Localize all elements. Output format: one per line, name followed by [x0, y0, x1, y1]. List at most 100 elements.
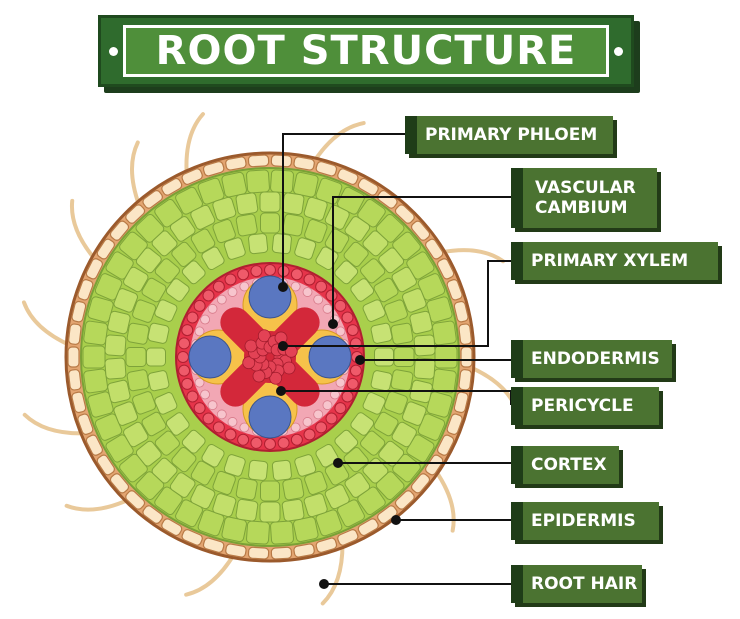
endodermis-cell — [202, 412, 215, 425]
pericycle-cell — [335, 377, 346, 388]
endodermis-cell — [290, 433, 303, 446]
epidermis-cell — [181, 168, 203, 185]
cortex-cell — [104, 357, 127, 380]
pericycle-cell — [207, 400, 218, 411]
endodermis-cell — [224, 273, 237, 286]
endodermis-cell — [290, 268, 303, 281]
endodermis-cell — [250, 265, 263, 278]
root-hair — [184, 112, 205, 178]
epidermis-cell — [410, 473, 431, 494]
pericycle-cell — [322, 303, 333, 314]
cortex-cell — [391, 421, 417, 448]
epidermis-cells — [67, 154, 473, 560]
epidermis-cell — [377, 189, 398, 209]
cortex-cell — [344, 472, 371, 498]
label-epidermis: EPIDERMIS — [511, 502, 659, 540]
root-hair — [184, 551, 237, 597]
cortex-cell — [248, 459, 269, 481]
epidermis-cell — [68, 369, 82, 391]
cortex-cell — [246, 520, 270, 545]
cortex-cell — [402, 401, 427, 426]
root-hair — [64, 497, 132, 512]
epidermis-cell — [109, 220, 130, 241]
cortex-cell — [390, 322, 414, 345]
pericycle-cell — [216, 294, 227, 305]
pericycle-cell — [302, 417, 313, 427]
cortex-cell — [113, 288, 138, 313]
cortex-cell — [390, 369, 414, 392]
label-tab — [511, 168, 523, 228]
root-hair — [311, 121, 366, 164]
label-text: ROOT HAIR — [531, 574, 638, 594]
cortex-cell — [107, 379, 131, 404]
endodermis-cell — [264, 264, 276, 276]
cortex-cell — [391, 266, 417, 293]
cortex-cell — [235, 213, 258, 237]
epidermis-cell — [315, 537, 338, 554]
cortex-cell — [132, 299, 157, 323]
root-hair — [130, 140, 142, 208]
cortex-cell — [378, 247, 405, 274]
leader-lines — [276, 133, 512, 589]
cortex-cell — [393, 347, 415, 367]
cortex-cell — [303, 196, 328, 221]
cortex-cell — [169, 472, 196, 498]
epidermis-cell — [453, 300, 469, 323]
cortex-cell — [165, 412, 190, 436]
cortex-cell — [383, 299, 408, 323]
cortex-cell — [190, 228, 216, 254]
title-banner: ROOT STRUCTURE — [98, 15, 640, 93]
endodermis-cell — [237, 433, 250, 446]
endodermis-cell — [181, 377, 194, 390]
leader-root-hair-dot — [319, 579, 329, 589]
cortex-cell — [362, 299, 386, 322]
epidermis-cell — [109, 473, 130, 494]
root-hairs — [21, 112, 519, 606]
cortex-cell — [293, 516, 319, 543]
cortex-cell — [362, 230, 389, 257]
epidermis-cell — [247, 546, 270, 560]
epidermis-cell — [357, 177, 379, 196]
label-text: ENDODERMIS — [531, 349, 660, 369]
label-tab — [511, 340, 523, 378]
cortex-cell — [360, 258, 386, 284]
endodermis-cell — [334, 402, 347, 415]
cortex-cell — [315, 443, 339, 468]
cortex-cell — [126, 369, 150, 392]
label-tab — [511, 446, 523, 484]
pericycle-cell — [239, 281, 250, 292]
cortex-cell — [281, 192, 305, 216]
endodermis-cell — [186, 311, 199, 324]
epidermis-cell — [96, 238, 115, 260]
pericycle-cell — [194, 377, 205, 388]
cortex-cell — [83, 320, 109, 346]
primary-xylem-cell — [242, 356, 256, 370]
cortex-cell — [221, 171, 247, 198]
leader-primary-xylem-dot — [278, 341, 288, 351]
cortex-cell — [281, 498, 305, 522]
epidermis-cell — [77, 413, 94, 435]
label-primary-phloem: PRIMARY PHLOEM — [405, 116, 613, 154]
cortex-cell — [260, 480, 280, 502]
cortex-cell — [350, 412, 375, 436]
pericycle-cell — [200, 389, 210, 400]
epidermis-cell — [446, 279, 463, 301]
cortex-cell — [271, 459, 292, 481]
epidermis-cell — [181, 529, 203, 546]
cortex-cell — [181, 429, 206, 454]
cortex-cell — [334, 260, 359, 285]
endodermis-cell — [264, 438, 276, 450]
endodermis-cell — [315, 280, 328, 293]
root-hair — [467, 364, 519, 412]
cortex-cell — [141, 411, 167, 437]
cortex-cell — [370, 370, 393, 392]
pericycle-cell — [335, 326, 346, 337]
pericycle-cell — [313, 294, 324, 305]
endodermis-cell — [212, 280, 225, 293]
epidermis-cell — [458, 323, 472, 345]
label-tab — [511, 242, 523, 280]
label-vascular-cambium: VASCULAR CAMBIUM — [511, 168, 657, 228]
primary-xylem-cell — [282, 361, 296, 375]
pericycle-cell — [322, 400, 333, 411]
cortex-cell — [135, 247, 162, 274]
